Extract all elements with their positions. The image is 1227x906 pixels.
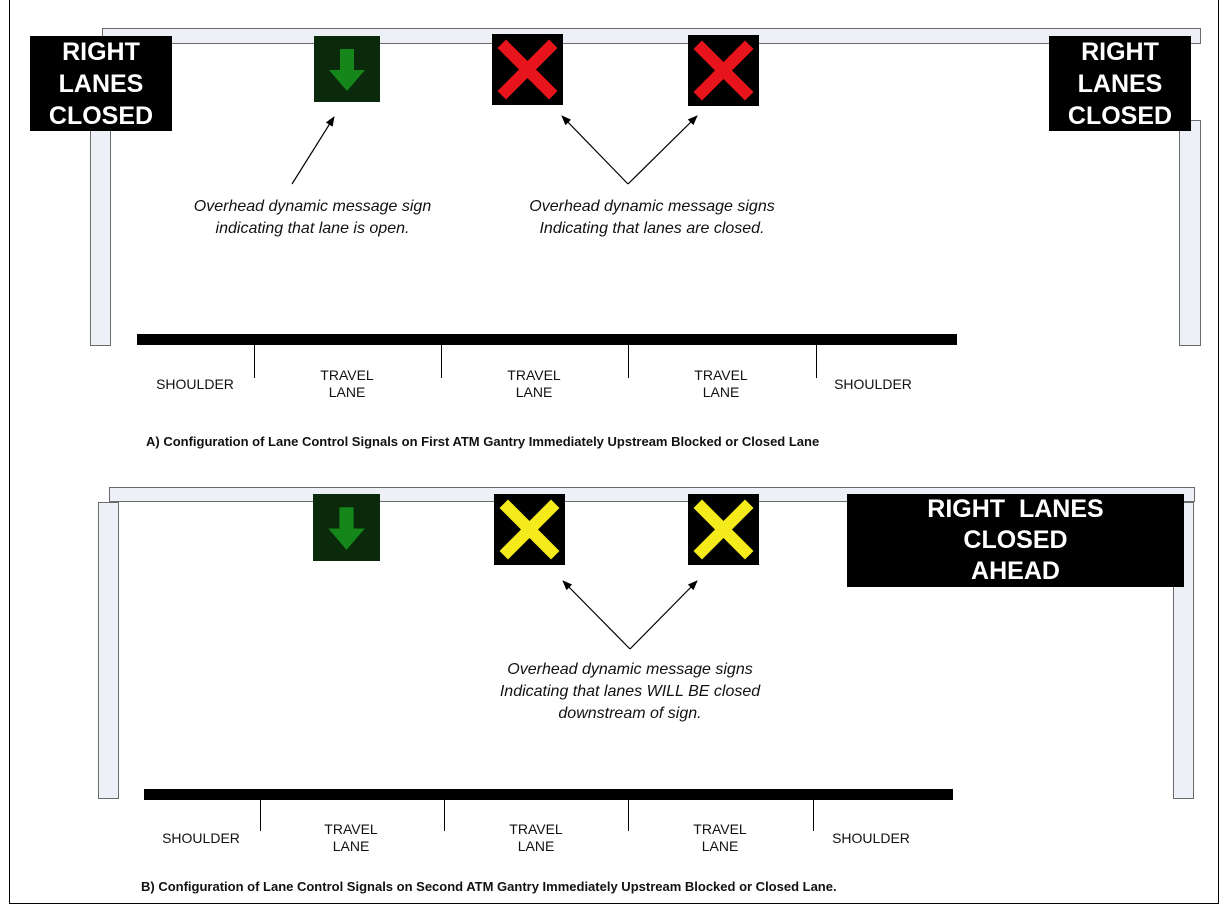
lane-label-travel: TRAVEL LANE [292, 367, 402, 401]
yellow-x-icon [693, 499, 754, 560]
lane-label-line: TRAVEL [509, 821, 563, 837]
caption-a: A) Configuration of Lane Control Signals… [146, 434, 820, 449]
sign-line: CLOSED [1067, 101, 1173, 130]
road-a-surface [137, 334, 957, 345]
lane-divider [254, 345, 255, 378]
lane-label-line: SHOULDER [832, 830, 910, 846]
lane-label-line: SHOULDER [156, 376, 234, 392]
sign-line: CLOSED [963, 526, 1068, 554]
note-line: Overhead dynamic message signs [507, 661, 753, 678]
lane-label-travel: TRAVEL LANE [479, 367, 589, 401]
lane-label-line: TRAVEL [324, 821, 378, 837]
lane-label-line: LANE [702, 384, 740, 400]
note-line: Indicating that lanes WILL BE closed [499, 683, 761, 700]
lane-signal-b1 [313, 494, 380, 561]
red-x-icon [497, 39, 558, 100]
lane-divider [628, 345, 629, 378]
lane-label-line: TRAVEL [320, 367, 374, 383]
figure-frame [9, 0, 1219, 904]
lane-label-travel: TRAVEL LANE [666, 367, 776, 401]
lane-label-line: LANE [332, 838, 370, 854]
lane-label-line: LANE [701, 838, 739, 854]
gantry-a-right-message-sign: RIGHT LANES CLOSED [1049, 36, 1191, 131]
sign-line: RIGHT [1081, 37, 1159, 66]
lane-divider [628, 800, 629, 831]
callout-arrow-will-close-left [562, 580, 631, 650]
note-line: Indicating that lanes are closed. [539, 220, 765, 237]
note-lanes-closed: Overhead dynamic message signs Indicatin… [490, 196, 814, 240]
lane-signal-a3 [688, 35, 759, 106]
lane-label-shoulder: SHOULDER [140, 376, 250, 393]
red-x-icon [693, 40, 754, 101]
lane-label-travel: TRAVEL LANE [481, 821, 591, 855]
lane-label-shoulder: SHOULDER [816, 830, 926, 847]
gantry-b-right-message-sign: RIGHT LANES CLOSED AHEAD [847, 494, 1184, 587]
caption-b: B) Configuration of Lane Control Signals… [141, 879, 837, 894]
sign-line: CLOSED [48, 101, 154, 130]
lane-label-shoulder: SHOULDER [146, 830, 256, 847]
lane-label-line: LANE [515, 384, 553, 400]
gantry-b-left-post [98, 502, 119, 799]
lane-label-travel: TRAVEL LANE [665, 821, 775, 855]
lane-signal-a2 [492, 34, 563, 105]
sign-line: LANES [58, 69, 144, 98]
lane-signal-a1 [314, 36, 380, 102]
sign-line: AHEAD [971, 557, 1060, 585]
callout-arrow-closed-left [561, 115, 629, 185]
lane-label-shoulder: SHOULDER [818, 376, 928, 393]
callout-arrow-open [291, 116, 335, 185]
lane-divider [816, 345, 817, 378]
lane-divider [441, 345, 442, 378]
note-line: indicating that lane is open. [215, 220, 410, 237]
sign-line: RIGHT [62, 37, 140, 66]
lane-label-travel: TRAVEL LANE [296, 821, 406, 855]
yellow-x-icon [499, 499, 560, 560]
lane-label-line: LANE [517, 838, 555, 854]
lane-divider [444, 800, 445, 831]
lane-label-line: SHOULDER [162, 830, 240, 846]
note-line: Overhead dynamic message signs [529, 198, 775, 215]
road-b-surface [144, 789, 953, 800]
callout-arrow-will-close-right [629, 580, 698, 650]
callout-arrow-closed-right [627, 115, 698, 185]
lane-label-line: TRAVEL [693, 821, 747, 837]
green-down-arrow-icon [313, 494, 380, 561]
sign-line: RIGHT LANES [927, 495, 1104, 523]
lane-label-line: SHOULDER [834, 376, 912, 392]
lane-label-line: LANE [328, 384, 366, 400]
lane-divider [260, 800, 261, 831]
note-lanes-will-be-closed: Overhead dynamic message signs Indicatin… [450, 659, 810, 725]
note-line: downstream of sign. [558, 705, 702, 722]
lane-label-line: TRAVEL [694, 367, 748, 383]
lane-divider [813, 800, 814, 831]
lane-signal-b2 [494, 494, 565, 565]
note-line: Overhead dynamic message sign [193, 198, 432, 215]
lane-signal-b3 [688, 494, 759, 565]
green-down-arrow-icon [314, 36, 380, 102]
note-lane-open: Overhead dynamic message sign indicating… [160, 196, 465, 240]
sign-line: LANES [1077, 69, 1163, 98]
gantry-a-left-message-sign: RIGHT LANES CLOSED [30, 36, 172, 131]
lane-label-line: TRAVEL [507, 367, 561, 383]
